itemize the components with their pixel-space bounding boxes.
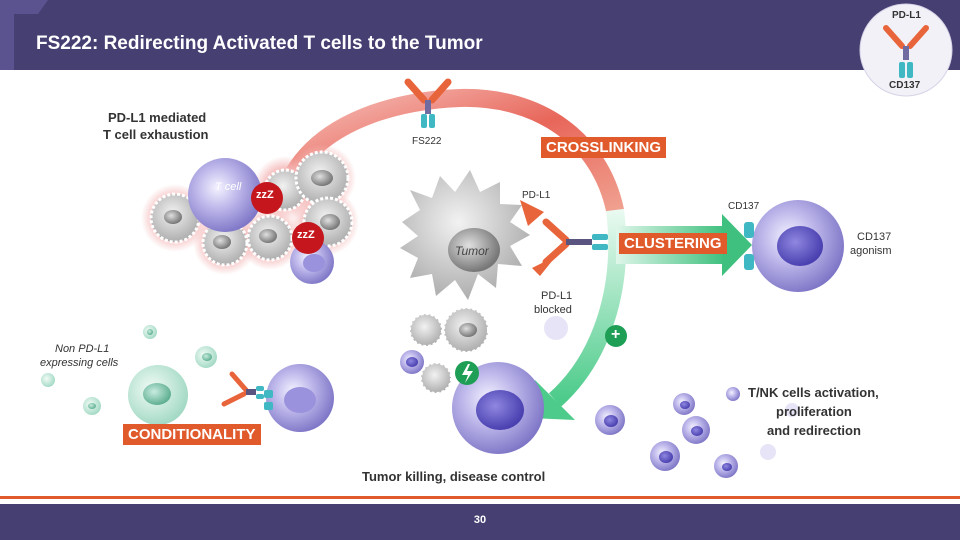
- cd137-label: CD137: [728, 201, 760, 212]
- title-bar: [0, 0, 960, 70]
- pdl1-blocked-line1: PD-L1: [541, 290, 573, 302]
- proliferating-t-cells: [595, 387, 799, 478]
- header-decoration: [0, 0, 48, 70]
- cd137-t-cell: [744, 200, 844, 292]
- fs222-antibody-icon: [404, 78, 452, 128]
- page-number: 30: [473, 514, 487, 526]
- pdl1-label: PD-L1: [522, 190, 551, 201]
- cd137-agonism-line1: CD137: [857, 231, 892, 243]
- plus-badge: [605, 325, 627, 347]
- tumor-label: Tumor: [455, 244, 489, 258]
- exhausted-cell-cluster: [141, 144, 359, 284]
- tnk-line3: and redirection: [767, 423, 861, 438]
- sleep-text: zzZ: [297, 229, 315, 241]
- footer-bar: [0, 504, 960, 540]
- pdl1-blocked-line2: blocked: [534, 304, 572, 316]
- legend-badge: [859, 3, 953, 97]
- footer-accent-line: [0, 496, 960, 499]
- legend-pdl1-label: PD-L1: [892, 10, 921, 21]
- non-pdl1-cells: [41, 325, 334, 432]
- tnk-line1: T/NK cells activation,: [748, 385, 879, 400]
- tumor-killing-label: Tumor killing, disease control: [362, 469, 546, 484]
- clustering-label: CLUSTERING: [619, 233, 727, 254]
- t-cell-label: T cell: [215, 181, 242, 193]
- tumor-cell: [400, 170, 530, 300]
- legend-cd137-label: CD137: [889, 80, 921, 91]
- free-antibody-icon: [221, 371, 264, 407]
- legend-antibody-icon: [883, 25, 929, 78]
- sleep-icon: [251, 182, 283, 214]
- sleep-text: zzZ: [256, 189, 274, 201]
- exhaustion-title-line2: T cell exhaustion: [103, 127, 209, 142]
- slide-title: FS222: Redirecting Activated T cells to …: [36, 33, 483, 54]
- dying-tumor-cells: [400, 307, 489, 394]
- killer-t-cell: [452, 361, 544, 454]
- non-pdl1-line1: Non PD-L1: [55, 343, 110, 355]
- cd137-agonism-line2: agonism: [850, 245, 892, 257]
- plus-symbol: +: [611, 326, 621, 343]
- conditionality-label: CONDITIONALITY: [123, 424, 261, 445]
- non-pdl1-line2: expressing cells: [40, 357, 119, 369]
- fs222-label: FS222: [412, 136, 442, 147]
- tnk-line2: proliferation: [776, 404, 852, 419]
- sleep-icon: [292, 222, 324, 254]
- crosslinking-label: CROSSLINKING: [541, 137, 667, 158]
- pdl1-blocking-antibody-icon: [520, 200, 608, 340]
- exhaustion-title-line1: PD-L1 mediated: [108, 110, 207, 125]
